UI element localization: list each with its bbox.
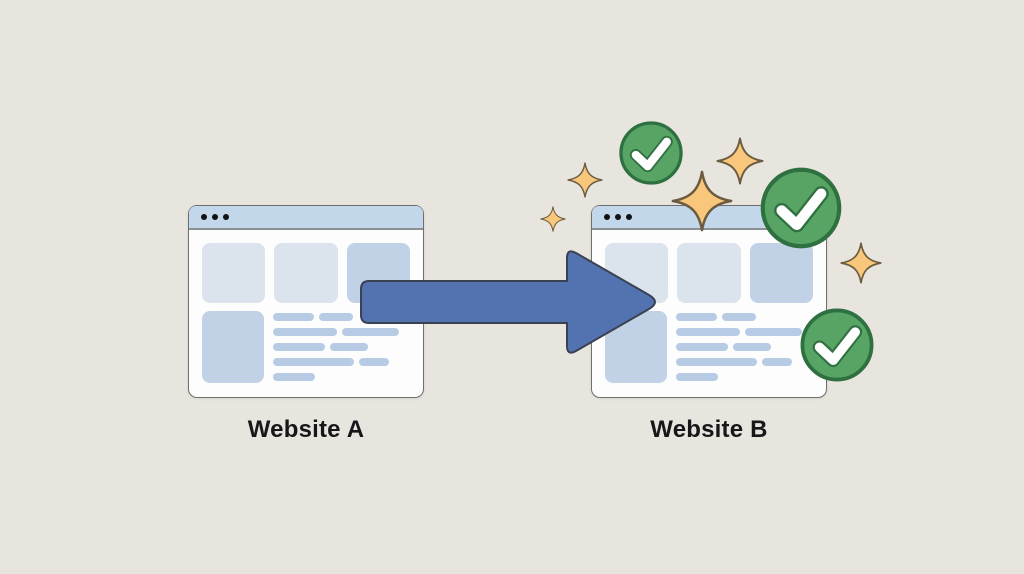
sparkle-icon (567, 162, 603, 198)
text-pill (319, 313, 354, 321)
content-card-large (202, 311, 264, 383)
text-line (273, 358, 410, 366)
content-card (202, 243, 266, 303)
text-line (676, 343, 813, 351)
content-card-large (605, 311, 667, 383)
content-card (605, 243, 669, 303)
text-pill (330, 343, 369, 351)
window-content (592, 230, 826, 383)
card-row (605, 243, 813, 303)
window-dot-icon (201, 214, 207, 220)
lower-row (202, 311, 410, 383)
window-dot-icon (626, 214, 632, 220)
card-row (202, 243, 410, 303)
sparkle-icon (540, 206, 566, 232)
website-a-label: Website A (247, 416, 365, 443)
sparkle-icon (840, 242, 882, 284)
text-pill (761, 358, 792, 366)
text-pill (733, 343, 772, 351)
content-card (677, 243, 741, 303)
text-pill (676, 373, 719, 381)
text-pill (722, 313, 757, 321)
text-pill (273, 313, 315, 321)
window-dot-icon (604, 214, 610, 220)
text-pill (273, 358, 354, 366)
text-pill (676, 313, 718, 321)
window-dot-icon (223, 214, 229, 220)
text-pill (273, 343, 326, 351)
text-line (676, 358, 813, 366)
lower-row (605, 311, 813, 383)
text-pill (676, 358, 757, 366)
content-card (274, 243, 338, 303)
text-line (676, 373, 813, 381)
text-pill (745, 328, 802, 336)
browser-titlebar (592, 206, 826, 230)
browser-window-b (591, 205, 827, 398)
text-line (676, 313, 813, 321)
text-pill (273, 328, 338, 336)
content-card (749, 243, 813, 303)
text-pill (342, 328, 399, 336)
browser-titlebar (189, 206, 423, 230)
sparkle-icon (716, 137, 764, 185)
text-line (676, 328, 813, 336)
window-dot-icon (212, 214, 218, 220)
window-content (189, 230, 423, 383)
text-pill (676, 328, 741, 336)
text-line (273, 313, 410, 321)
checkmark-icon (619, 121, 683, 185)
text-line (273, 343, 410, 351)
text-line (273, 328, 410, 336)
browser-window-a (188, 205, 424, 398)
text-line (273, 373, 410, 381)
text-placeholder-lines (273, 311, 410, 383)
content-card (346, 243, 410, 303)
website-b-label: Website B (650, 416, 768, 443)
text-pill (358, 358, 389, 366)
text-pill (676, 343, 729, 351)
window-dot-icon (615, 214, 621, 220)
text-pill (273, 373, 316, 381)
text-placeholder-lines (676, 311, 813, 383)
